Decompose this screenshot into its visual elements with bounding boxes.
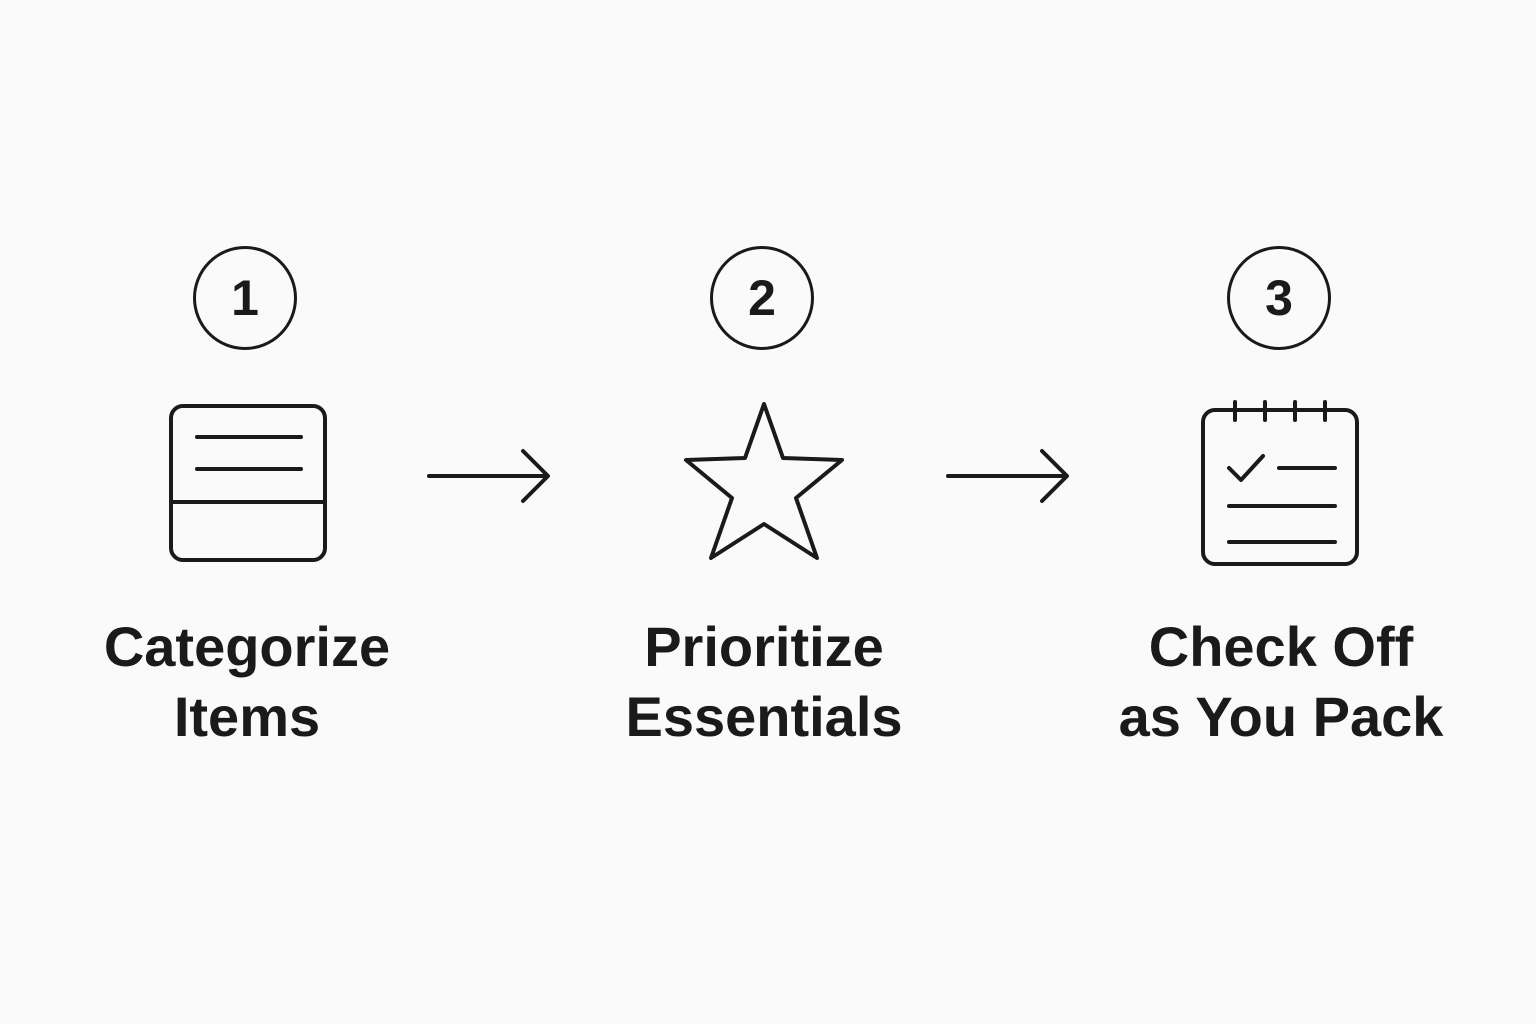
checklist-calendar-icon (1201, 400, 1359, 566)
step-number-badge: 3 (1227, 246, 1331, 350)
step-label: Check Off as You Pack (1081, 612, 1481, 752)
step-label-line2: Items (173, 685, 321, 748)
step-label-line1: Categorize (103, 615, 391, 678)
star-icon (684, 402, 844, 560)
step-prioritize: 2 Prioritize Essentials (564, 0, 964, 1024)
step-check-off: 3 Check Off as You Pack (1081, 0, 1481, 1024)
step-number-badge: 2 (710, 246, 814, 350)
step-label-line2: Essentials (625, 685, 903, 748)
step-categorize: 1 Categorize Items (47, 0, 447, 1024)
step-label-line2: as You Pack (1118, 685, 1444, 748)
step-label: Categorize Items (47, 612, 447, 752)
arrow-right-icon (946, 449, 1069, 503)
step-label-line1: Check Off (1148, 615, 1414, 678)
step-label: Prioritize Essentials (564, 612, 964, 752)
step-label-line1: Prioritize (644, 615, 884, 678)
step-number-badge: 1 (193, 246, 297, 350)
list-box-icon (169, 404, 327, 562)
arrow-right-icon (427, 449, 550, 503)
